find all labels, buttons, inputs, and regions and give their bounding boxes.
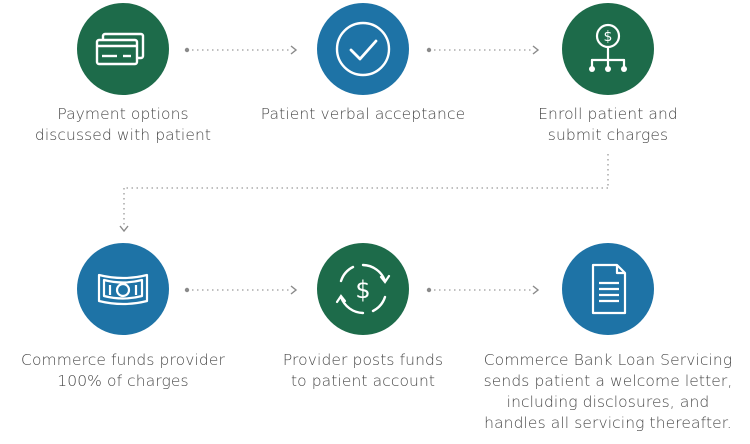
step-1-circle [77,3,169,95]
banknote-icon [97,273,149,306]
step-2-label: Patient verbal acceptance [260,105,466,123]
connector-5-6 [426,285,540,295]
step-5-circle: $ [317,243,409,335]
step-1-label: Payment options discussed with patient [34,105,212,144]
step-4-label: Commerce funds provider 100% of charges [21,351,225,390]
step-6-circle [562,243,654,335]
svg-text:$: $ [355,276,370,304]
svg-text:$: $ [604,29,613,45]
circular-dollar-icon: $ [335,263,391,315]
credit-cards-icon [95,32,145,66]
step-4-circle [77,243,169,335]
step-3-label: Enroll patient and submit charges [538,105,678,144]
step-3-circle: $ [562,3,654,95]
dollar-distribution-icon: $ [589,23,627,72]
step-6-label: Commerce Bank Loan Servicing sends patie… [483,351,733,432]
connector-1-2 [184,45,298,55]
connector-3-4 [119,154,609,233]
step-2-circle [317,3,409,95]
document-icon [591,263,627,315]
checkmark-icon [335,21,391,77]
connector-2-3 [426,45,540,55]
connector-4-5 [184,285,298,295]
step-5-label: Provider posts funds to patient account [282,351,444,390]
